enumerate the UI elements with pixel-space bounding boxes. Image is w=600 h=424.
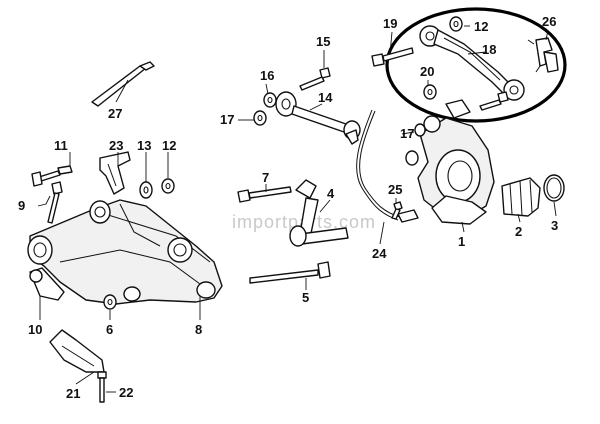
part-23-bracket [99, 151, 131, 195]
callout-17-left: 17 [220, 112, 234, 127]
callout-22: 22 [119, 385, 133, 400]
part-20-nut [423, 84, 437, 100]
callout-20: 20 [420, 64, 434, 79]
callout-15: 15 [316, 34, 330, 49]
callout-21: 21 [66, 386, 80, 401]
callout-14: 14 [318, 90, 333, 105]
part-10-rubber-stop [29, 267, 65, 301]
callout-27: 27 [108, 106, 122, 121]
callout-12-left: 12 [162, 138, 176, 153]
part-9-bolt [47, 181, 63, 224]
callout-19: 19 [383, 16, 397, 31]
callout-5: 5 [302, 290, 309, 305]
callout-4: 4 [327, 186, 335, 201]
callout-1: 1 [458, 234, 465, 249]
part-21-bracket-plate [49, 329, 105, 373]
part-4-toe-link [289, 179, 349, 247]
part-17-nut-right [414, 123, 426, 137]
callout-7: 7 [262, 170, 269, 185]
callout-10: 10 [28, 322, 42, 337]
callout-25: 25 [388, 182, 402, 197]
callout-9: 9 [18, 198, 25, 213]
highlight-oval [385, 7, 567, 123]
part-22-bolt [97, 371, 107, 403]
callout-23: 23 [109, 138, 123, 153]
callout-2: 2 [515, 224, 522, 239]
callout-8: 8 [195, 322, 202, 337]
callout-12-right: 12 [474, 19, 488, 34]
callout-11: 11 [54, 138, 68, 153]
part-7-bolt [237, 186, 292, 203]
part-14-upper-link [275, 91, 361, 145]
part-12-nut-left [161, 178, 175, 194]
part-8-lower-control-arm [27, 199, 223, 305]
part-2-boot [501, 177, 541, 217]
part-12-nut-right [449, 16, 463, 32]
part-24-sensor-wire [356, 109, 419, 223]
part-27-cable-tie [91, 61, 155, 107]
part-3-circlip [543, 174, 565, 202]
part-18-pivot-bolt [479, 91, 509, 111]
part-15-bolt [299, 67, 331, 91]
callout-3: 3 [551, 218, 558, 233]
part-25-bolt [391, 201, 403, 220]
part-1-wheel-carrier [405, 99, 495, 225]
callout-13: 13 [137, 138, 151, 153]
part-11-bolt [31, 165, 73, 187]
part-17-nut-left [253, 110, 267, 126]
callout-18: 18 [482, 42, 496, 57]
part-5-long-bolt [249, 261, 331, 284]
callouts: 11 9 23 13 12 27 10 6 8 21 22 7 4 5 15 1… [18, 14, 558, 401]
part-16-bushing [263, 92, 277, 108]
callout-26: 26 [542, 14, 556, 29]
callout-16: 16 [260, 68, 274, 83]
part-6-nut [103, 294, 117, 310]
callout-24: 24 [372, 246, 387, 261]
part-13-bushing [139, 181, 153, 199]
part-19-bolt [371, 47, 414, 67]
callout-6: 6 [106, 322, 113, 337]
part-26-bracket [527, 37, 559, 73]
leader-lines [37, 25, 557, 393]
callout-17-right: 17 [400, 126, 414, 141]
